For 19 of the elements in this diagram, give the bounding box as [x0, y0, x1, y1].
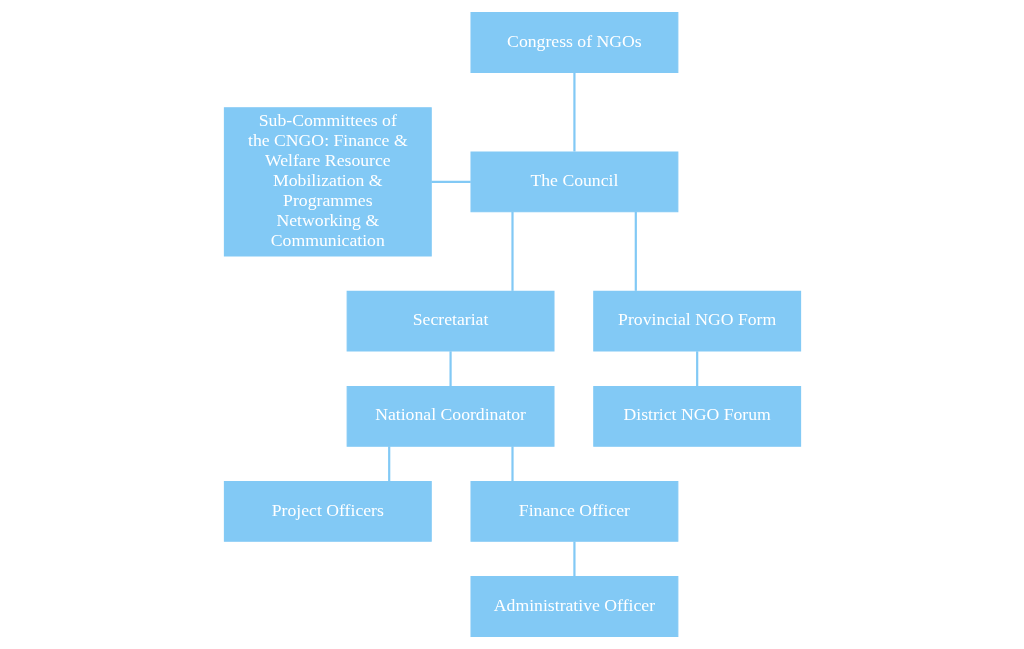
connector: [695, 351, 698, 387]
node-box: Congress of NGOs: [469, 12, 678, 73]
node-box: Finance Officer: [469, 480, 678, 542]
node-box: Sub-Committees of the CNGO: Finance & Welfare Resource Mobilization & Programmes Networking & Communication: [223, 107, 432, 257]
connector: [510, 446, 514, 482]
connector: [430, 180, 471, 183]
connector: [572, 541, 576, 577]
connector: [448, 351, 452, 387]
node-box: National Coordinator: [346, 385, 555, 447]
connector: [387, 446, 390, 482]
node-box: Provincial NGO Form: [592, 290, 801, 352]
node-box: Administrative Officer: [469, 576, 678, 637]
connector: [510, 211, 514, 291]
node-box: Project Officers: [223, 480, 432, 542]
node-box: The Council: [469, 151, 678, 213]
connector: [634, 211, 637, 291]
connector: [572, 72, 576, 152]
node-box: Secretariat: [346, 290, 555, 352]
node-box: District NGO Forum: [592, 385, 801, 447]
